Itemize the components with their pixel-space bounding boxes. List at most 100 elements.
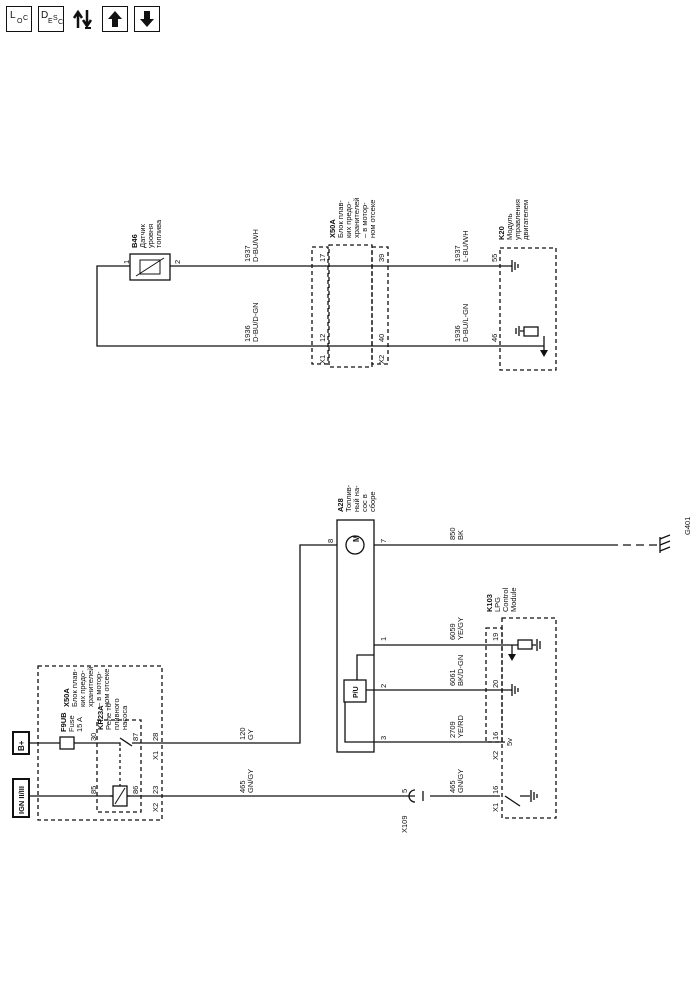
b46-pin2: 2	[173, 260, 182, 264]
k103-l1: LPG	[493, 597, 502, 612]
wire-6061-color: BK/D-GN	[456, 655, 465, 686]
connector-flow-icon	[72, 9, 93, 29]
arrow-up-button[interactable]	[102, 6, 128, 32]
x50a-bot-l5: ном отсеке	[102, 669, 111, 707]
k20-arrow-icon	[540, 350, 548, 357]
fuse-l2: 15 A	[75, 717, 84, 732]
a28-l4: сборе	[368, 491, 377, 512]
x50a-bot-x1: X1	[151, 751, 160, 760]
svg-text:M: M	[352, 535, 361, 542]
a28-id: A28	[336, 498, 345, 512]
wire-1937b-num: 1937	[453, 245, 462, 262]
k103-arrow-icon	[508, 654, 516, 661]
wire-2709-color: YE/RD	[456, 714, 465, 738]
x50a-bot-id: X50A	[62, 688, 71, 707]
wire-1937b-color: L-BU/WH	[461, 230, 470, 262]
x50a-bot-l1: Блок плав-	[70, 669, 79, 707]
wire-1936b-color: D-BU/L-GN	[461, 304, 470, 342]
a28-pin8: 8	[326, 539, 335, 543]
fuse-id: F9UB	[59, 712, 68, 732]
g401-label: G401	[683, 517, 692, 535]
k103-l3: Module	[509, 587, 518, 612]
x50a-bot-l3: хранителей	[86, 667, 95, 707]
wire-1937a-color: D-BU/WH	[251, 229, 260, 262]
desc-label-sub2: S	[53, 15, 58, 22]
wire-6061-num: 6061	[448, 669, 457, 686]
k103-x1: X1	[491, 803, 500, 812]
k103-x2: X2	[491, 751, 500, 760]
x50a-top-id: X50A	[328, 219, 337, 238]
k103-pin16a: 16	[491, 732, 500, 740]
x109-pin: 5	[400, 789, 409, 793]
a28-l3: сос в	[360, 494, 369, 512]
x50a-pin39: 39	[377, 254, 386, 262]
wire-465a-num: 465	[238, 780, 247, 793]
loc-button[interactable]: L O C	[6, 6, 32, 32]
k103-pin16b: 16	[491, 786, 500, 794]
relay-pin86: 86	[131, 786, 140, 794]
x50a-top-l4: – в мотор-	[360, 202, 369, 238]
fuse-l1: Fuse	[67, 715, 76, 732]
loc-label-sub2: C	[23, 15, 29, 22]
desc-button[interactable]: D E S C	[38, 6, 64, 32]
arrow-up-icon	[108, 11, 122, 27]
wire-6059-color: YE/GY	[456, 617, 465, 640]
wire-1936a-color: D-BU/D-GN	[251, 302, 260, 342]
arrow-down-icon	[140, 11, 154, 27]
x50a-top-l3: хранителей	[352, 198, 361, 238]
k103-l2: Control	[501, 587, 510, 612]
wire-1936b-num: 1936	[453, 325, 462, 342]
b-plus-terminal: B+	[12, 731, 30, 755]
relay-l2: пливного	[112, 698, 121, 730]
wire-2709-num: 2709	[448, 721, 457, 738]
desc-label-sub3: C	[58, 19, 64, 26]
fuse-icon	[59, 736, 75, 750]
desc-label-sub1: E	[48, 18, 53, 25]
x50a-pin17: 17	[318, 254, 327, 262]
wire-120-color: GY	[246, 729, 255, 740]
x50a-top-l1: Блок плав-	[336, 200, 345, 238]
g401-ground-icon	[659, 534, 671, 553]
ign-terminal: IGN II/III	[12, 778, 30, 818]
wire-120-num: 120	[238, 727, 247, 740]
a28-pin2: 2	[379, 684, 388, 688]
loc-label-main: L	[10, 10, 16, 21]
a28-pin7: 7	[379, 539, 388, 543]
relay-coil-icon	[112, 785, 128, 807]
wire-465b-color: GN/GY	[456, 769, 465, 793]
ign-label: IGN II/III	[17, 786, 26, 814]
loc-label-sub1: O	[17, 18, 23, 25]
connector-flow-button[interactable]	[70, 6, 96, 32]
wire-6059-num: 6059	[448, 623, 457, 640]
a28-l2: ный на-	[352, 485, 361, 512]
a28-pin3: 3	[379, 736, 388, 740]
x50a-top-l5: ном отсеке	[368, 200, 377, 238]
k103-5v: 5v	[505, 738, 514, 746]
relay-id: KR23A	[96, 705, 105, 730]
wire-1937a-num: 1937	[243, 245, 252, 262]
x109-id: X109	[400, 815, 409, 833]
x50a-pin40: 40	[377, 334, 386, 342]
wire-850-num: 850	[448, 527, 457, 540]
b46-line2: уровня	[146, 224, 155, 248]
x50a-x2: X2	[377, 355, 386, 364]
wire-465b-num: 465	[448, 780, 457, 793]
k103-pin20: 20	[491, 680, 500, 688]
wire-850-color: BK	[456, 530, 465, 540]
arrow-down-button[interactable]	[134, 6, 160, 32]
b46-id: B46	[130, 234, 139, 248]
x50a-top-l2: ких предо-	[344, 201, 353, 238]
k20-id: K20	[497, 226, 506, 240]
svg-text:P/U: P/U	[353, 686, 360, 698]
relay-l3: насоса	[120, 705, 129, 730]
x50a-x1: X1	[318, 355, 327, 364]
b46-fuel-level-sensor	[129, 253, 171, 281]
wire-465a-color: GN/GY	[246, 769, 255, 793]
k20-line1: Модуль	[505, 213, 514, 240]
b-plus-label: B+	[17, 740, 26, 751]
wire-1936a-num: 1936	[243, 325, 252, 342]
b46-line1: Датчик	[138, 223, 147, 248]
x50a-pin30: 30	[89, 733, 98, 741]
relay-pin85: 85	[89, 786, 98, 794]
